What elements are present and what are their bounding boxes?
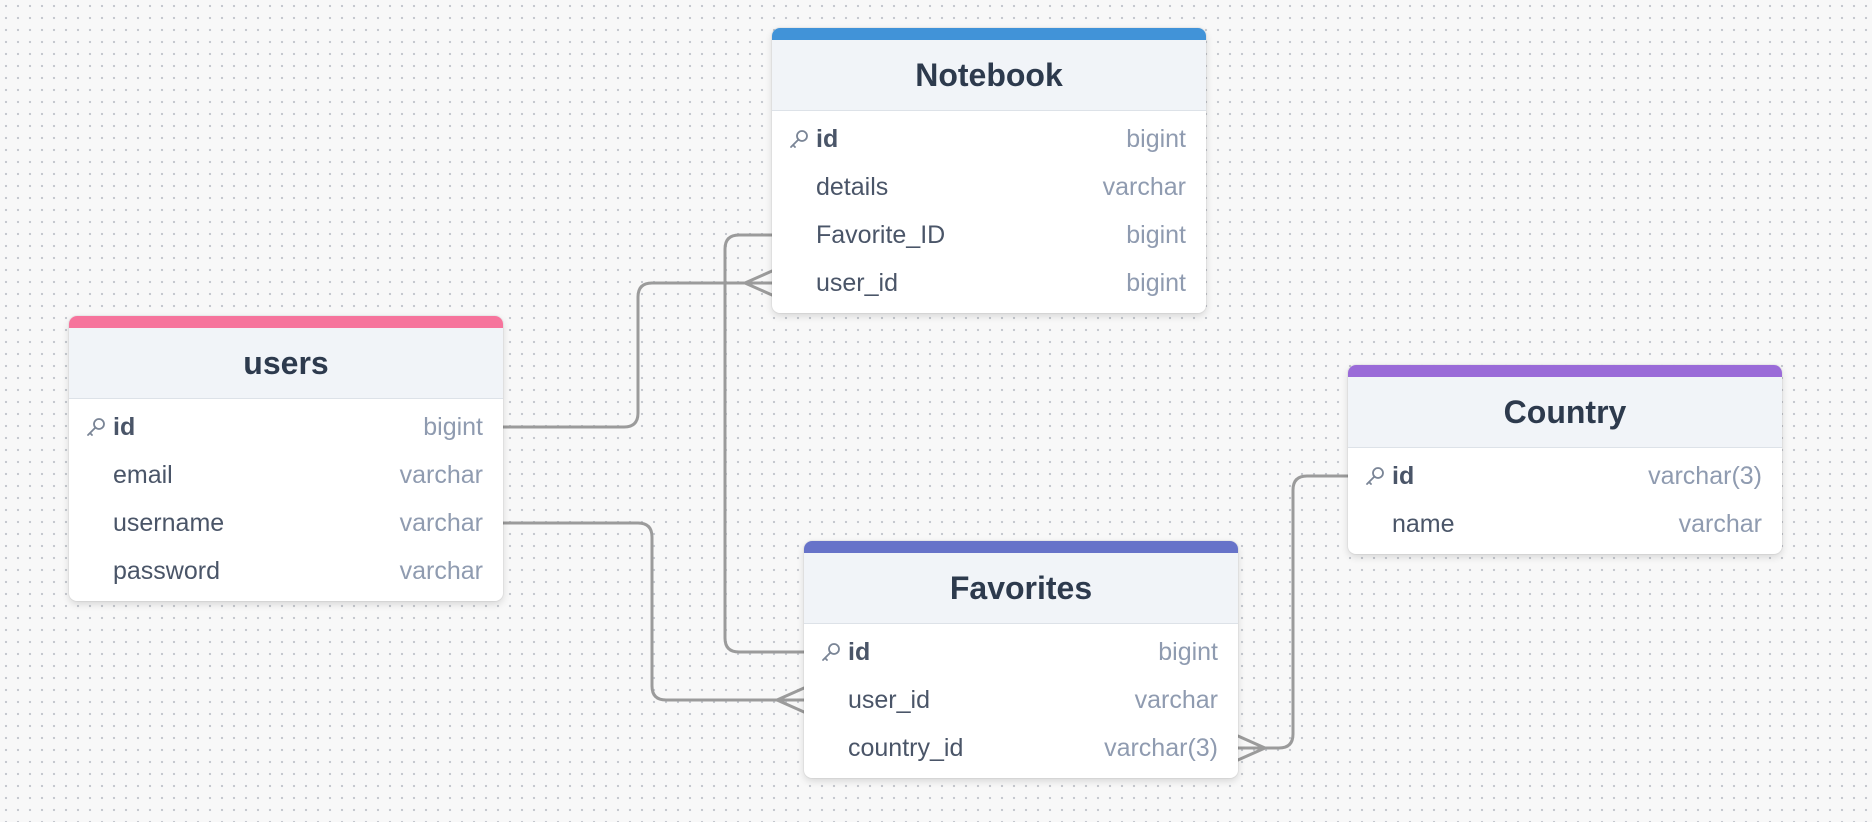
column-type: varchar	[399, 556, 483, 585]
column-type: bigint	[1126, 220, 1186, 249]
column-name: password	[113, 556, 220, 585]
column-row[interactable]: Favorite_ID bigint	[772, 211, 1206, 259]
column-type: bigint	[423, 412, 483, 441]
crowfoot-favorites-country-id	[1236, 734, 1267, 762]
column-name: id	[816, 124, 839, 153]
crowfoot-favorites-user-id	[775, 686, 806, 714]
column-name: id	[113, 412, 136, 441]
table-title: Favorites	[804, 553, 1238, 624]
column-type: bigint	[1158, 637, 1218, 666]
table-accent-bar	[1348, 365, 1782, 377]
column-row[interactable]: user_id bigint	[772, 259, 1206, 307]
table-favorites[interactable]: Favorites id bigint user_id varchar coun…	[804, 541, 1238, 778]
link-users-id-to-notebook-user-id	[501, 281, 774, 429]
column-type: varchar(3)	[1104, 733, 1218, 762]
column-type: varchar	[1678, 509, 1762, 538]
link-users-username-to-favorites-user-id	[501, 521, 806, 702]
table-notebook[interactable]: Notebook id bigint details varchar Favor…	[772, 28, 1206, 313]
column-name: name	[1392, 509, 1455, 538]
column-row[interactable]: id bigint	[69, 403, 503, 451]
column-name: email	[113, 460, 173, 489]
key-icon	[788, 128, 810, 150]
table-accent-bar	[772, 28, 1206, 40]
link-country-id-to-favorites-country-id	[1236, 474, 1350, 750]
column-name: user_id	[816, 268, 898, 297]
key-icon	[1364, 465, 1386, 487]
column-type: bigint	[1126, 268, 1186, 297]
table-title: Country	[1348, 377, 1782, 448]
column-row[interactable]: id varchar(3)	[1348, 452, 1782, 500]
column-type: bigint	[1126, 124, 1186, 153]
column-name: details	[816, 172, 889, 201]
key-icon	[85, 416, 107, 438]
table-accent-bar	[69, 316, 503, 328]
column-type: varchar	[399, 508, 483, 537]
column-name: id	[1392, 461, 1415, 490]
column-name: Favorite_ID	[816, 220, 946, 249]
column-name: id	[848, 637, 871, 666]
column-row[interactable]: username varchar	[69, 499, 503, 547]
column-type: varchar	[1134, 685, 1218, 714]
column-row[interactable]: password varchar	[69, 547, 503, 595]
table-title: Notebook	[772, 40, 1206, 111]
column-name: country_id	[848, 733, 964, 762]
column-row[interactable]: name varchar	[1348, 500, 1782, 548]
column-row[interactable]: id bigint	[804, 628, 1238, 676]
column-row[interactable]: id bigint	[772, 115, 1206, 163]
column-row[interactable]: email varchar	[69, 451, 503, 499]
column-name: username	[113, 508, 225, 537]
column-row[interactable]: user_id varchar	[804, 676, 1238, 724]
crowfoot-notebook-user-id	[743, 269, 774, 297]
table-country[interactable]: Country id varchar(3) name varchar	[1348, 365, 1782, 554]
column-row[interactable]: country_id varchar(3)	[804, 724, 1238, 772]
table-accent-bar	[804, 541, 1238, 553]
column-name: user_id	[848, 685, 930, 714]
table-users[interactable]: users id bigint email varchar username v…	[69, 316, 503, 601]
table-title: users	[69, 328, 503, 399]
column-row[interactable]: details varchar	[772, 163, 1206, 211]
key-icon	[820, 641, 842, 663]
column-type: varchar(3)	[1648, 461, 1762, 490]
column-type: varchar	[1102, 172, 1186, 201]
column-type: varchar	[399, 460, 483, 489]
